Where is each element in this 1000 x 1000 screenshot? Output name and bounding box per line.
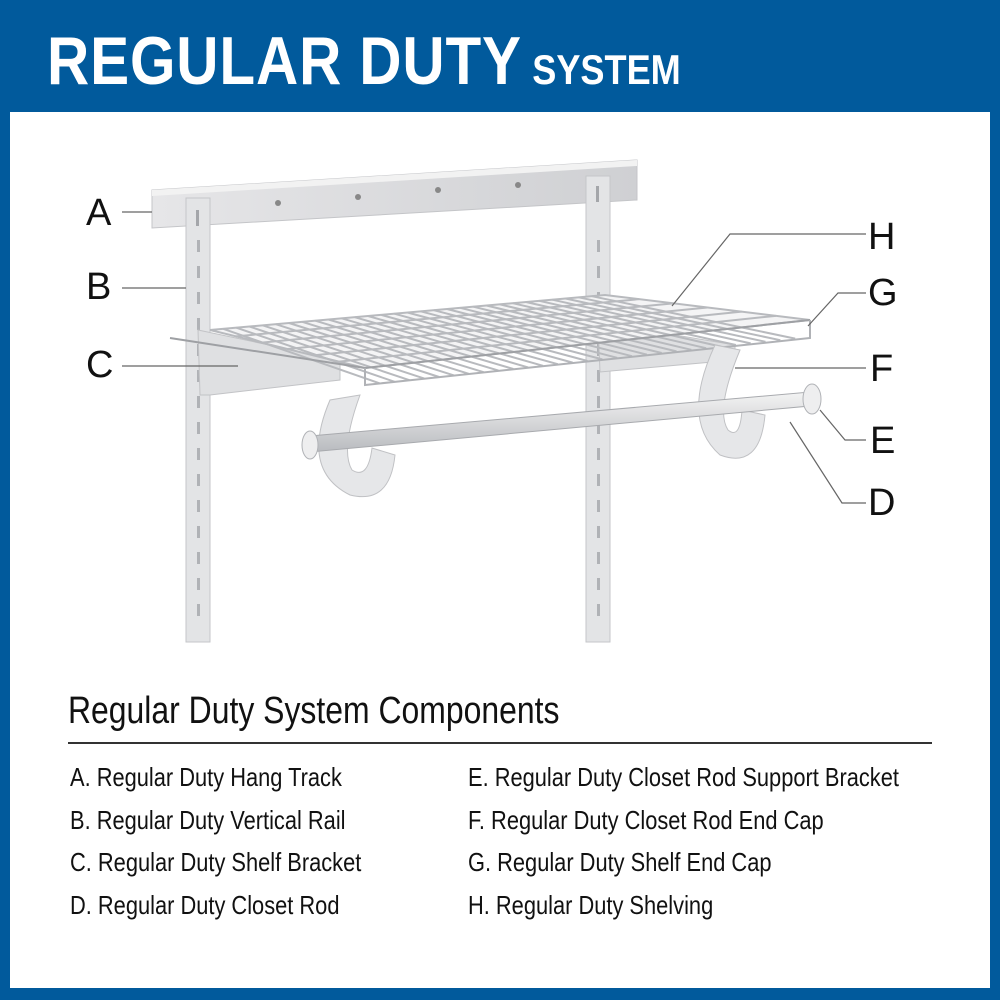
shelf-wire [313,310,742,357]
rail-slot [597,500,600,512]
rail-slot [597,344,600,356]
hang-track [151,159,638,229]
rail-slot [197,552,200,564]
component-item: G. Regular Duty Shelf End Cap [468,847,772,877]
shelf-wire [287,306,708,350]
component-item: F. Regular Duty Closet Rod End Cap [468,805,824,835]
rail-slot [597,422,600,434]
title-main: REGULAR DUTY [47,23,522,99]
component-item: C. Regular Duty Shelf Bracket [70,847,362,877]
shelving-illustration [122,159,866,643]
label-e: E [870,420,896,462]
component-item: E. Regular Duty Closet Rod Support Brack… [468,762,899,792]
title-sub: SYSTEM [532,46,681,93]
rail-slot [597,474,600,486]
component-item: H. Regular Duty Shelving [468,890,714,920]
vertical-rails [185,175,611,643]
rail-slot [197,240,200,252]
component-item: A. Regular Duty Hang Track [70,762,342,792]
shelf-wire [261,302,674,344]
label-f: F [870,348,894,390]
shelf-wire [235,298,640,338]
label-h: H [868,216,896,258]
content-panel: A B C D E F G H Regular Duty System Comp… [10,112,990,988]
label-g: G [868,272,898,314]
rail-slot [197,604,200,616]
label-a: A [86,192,112,234]
rail-slot [597,266,600,278]
shelf-wire [222,327,381,385]
closet-rod [301,383,822,460]
rail-slot [197,526,200,538]
rail-slot [197,578,200,590]
leader-lines [122,211,866,504]
rail-slot [597,448,600,460]
components-title: Regular Duty System Components [68,690,560,732]
rail-slot [597,396,600,408]
wire-shelf [169,293,811,387]
rail-slot [197,500,200,512]
component-item: B. Regular Duty Vertical Rail [70,805,346,835]
rail-slot [597,604,600,616]
rail-slot [597,526,600,538]
label-c: C [86,344,114,386]
rail-slot [197,292,200,304]
rail-slot [597,552,600,564]
rail-slot [597,578,600,590]
divider [68,742,932,744]
rail-slot [597,240,600,252]
rail-slot [197,474,200,486]
shelf-wire [339,314,776,363]
label-b: B [86,266,112,308]
rod-support-bracket-left [318,394,396,498]
rail-slot [197,370,200,382]
component-item: D. Regular Duty Closet Rod [70,890,340,920]
rail-slot [597,370,600,382]
rail-slot [197,448,200,460]
rail-slot [197,396,200,408]
rail-slot [197,318,200,330]
label-d: D [868,482,896,524]
rail-slot [197,422,200,434]
rail-slot [197,266,200,278]
